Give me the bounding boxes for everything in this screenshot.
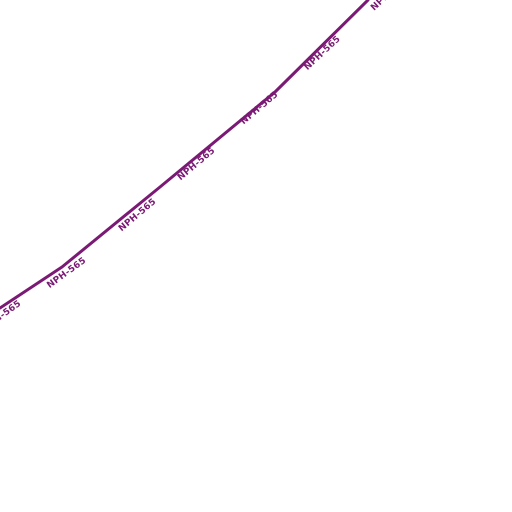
route-line-nph-565[interactable] <box>0 0 370 310</box>
